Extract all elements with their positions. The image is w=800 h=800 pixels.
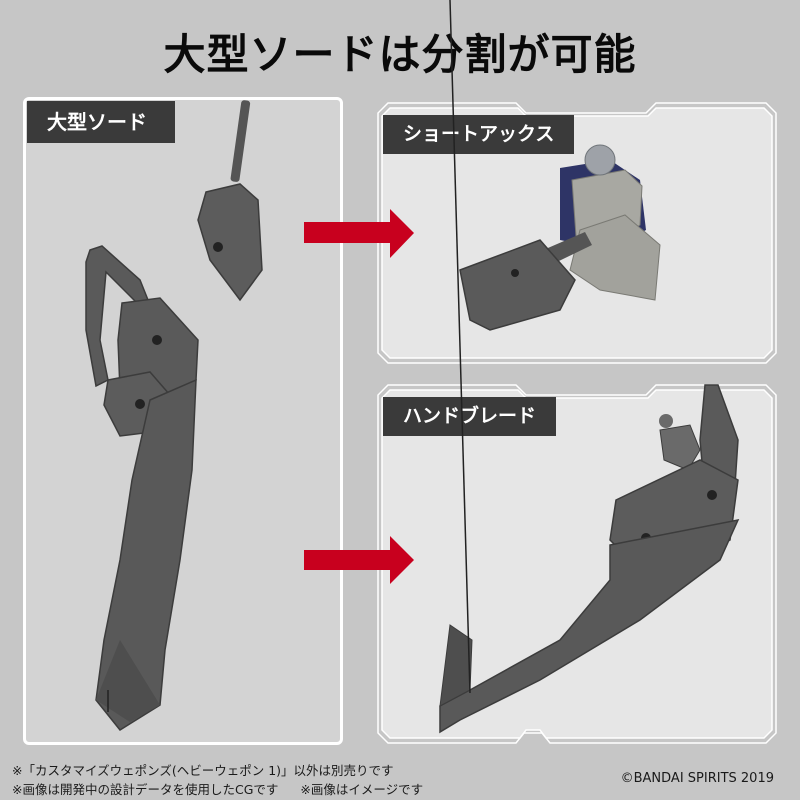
hand-blade-illustration [439, 0, 740, 734]
footnote-cg-line: ※画像は開発中の設計データを使用したCGです ※画像はイメージです [12, 780, 423, 799]
footnote-cg: ※画像は開発中の設計データを使用したCGです [12, 782, 279, 797]
panel-label-short-axe: ショートアックス [383, 115, 575, 154]
footnote-sold-separately: ※「カスタマイズウェポンズ(ヘビーウェポン 1)」以外は別売りです [12, 763, 394, 778]
footnotes: ※「カスタマイズウェポンズ(ヘビーウェポン 1)」以外は別売りです ※画像は開発… [12, 761, 423, 799]
panel-label-large-sword: 大型ソード [27, 101, 175, 143]
panel-label-hand-blade: ハンドブレード [383, 397, 557, 436]
short-axe-illustration [459, 144, 661, 331]
page-headline: 大型ソードは分割が可能 [163, 30, 637, 79]
footnote-image: ※画像はイメージです [300, 782, 424, 797]
large-sword-illustration [85, 100, 263, 731]
copyright: ©BANDAI SPIRITS 2019 [620, 771, 774, 786]
arrow-right-icon [304, 209, 414, 258]
arrow-right-icon [304, 536, 414, 584]
